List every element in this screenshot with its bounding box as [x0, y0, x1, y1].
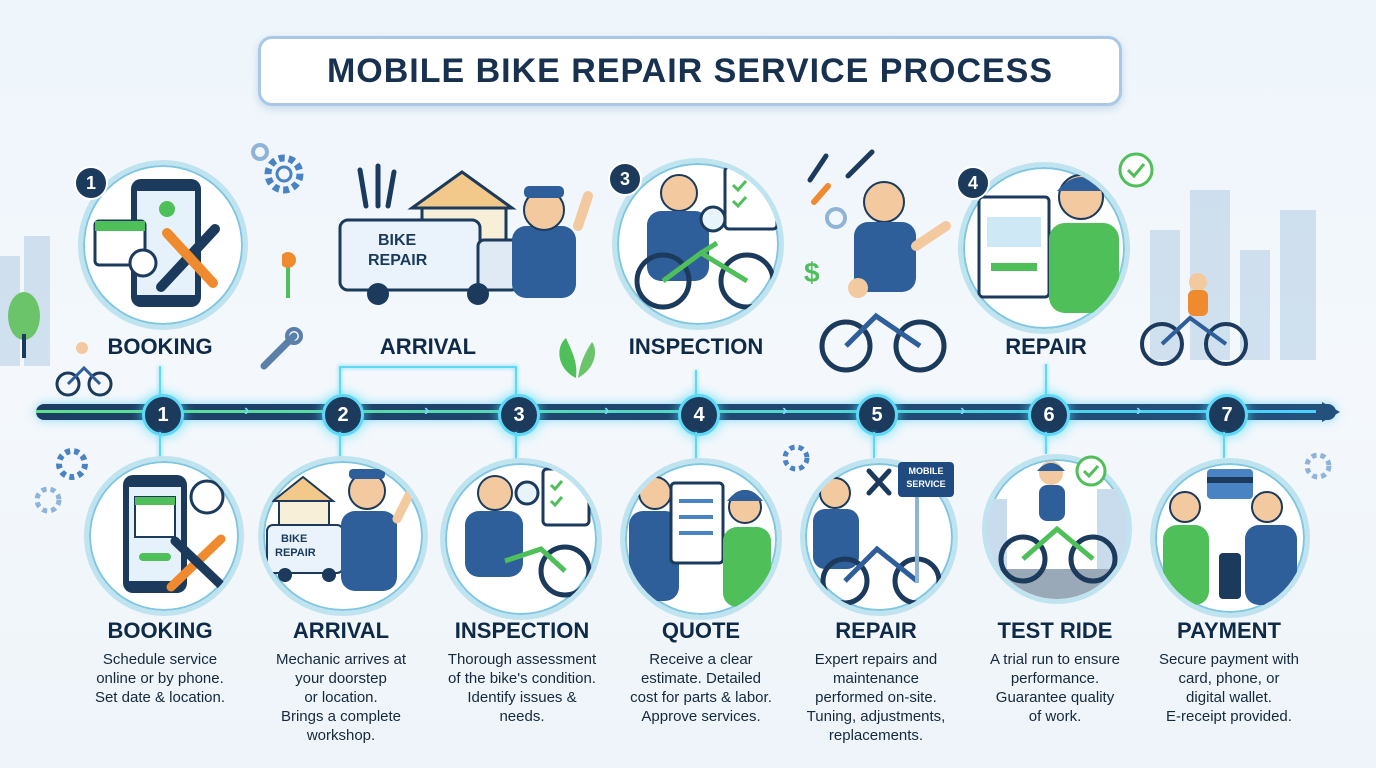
bottom-label-payment: PAYMENT [1177, 618, 1281, 643]
timeline-node-1: 1 [142, 394, 184, 436]
mobile-service-sign: MOBILE SERVICE [898, 462, 954, 497]
page-title: MOBILE BIKE REPAIR SERVICE PROCESS [326, 51, 1054, 90]
checkmark-icon [1118, 152, 1154, 188]
connector-bottom-1 [159, 432, 161, 462]
bottom-illustration-repair [800, 458, 958, 616]
timeline-arrow-head [1322, 402, 1340, 422]
top-illustration-arrival: BIKE REPAIR [280, 156, 602, 306]
sign-text-line1: MOBILE [908, 466, 944, 476]
desc-repair: Expert repairs and maintenance performed… [806, 651, 946, 744]
bottom-illustration-booking [84, 456, 244, 616]
connector-top-1 [159, 366, 161, 398]
wrench-icon [260, 327, 303, 370]
top-label-repair: REPAIR [1005, 334, 1087, 359]
sign-text-line2: SERVICE [906, 479, 946, 489]
connector-bottom-7 [1223, 432, 1225, 458]
timeline-node-3: 3 [498, 394, 540, 436]
bottom-van-text-line1: BIKE [281, 533, 308, 545]
skyline-right [1150, 190, 1316, 360]
top-label-booking: BOOKING [107, 334, 213, 359]
chevron-right-icon: › [604, 402, 610, 419]
connector-bottom-5 [873, 432, 875, 458]
connector-top-2a [339, 366, 341, 398]
cyclist-icon [1140, 273, 1248, 366]
timeline-node-4: 4 [678, 394, 720, 436]
phone-calendar-wrench-icon [93, 179, 220, 307]
top-label-arrival: ARRIVAL [379, 334, 477, 359]
gear-icon [1304, 452, 1332, 480]
chevron-right-icon: › [424, 402, 430, 419]
connector-bottom-3 [515, 432, 517, 462]
chevron-right-icon: › [782, 402, 788, 419]
tree-icon [8, 292, 40, 358]
bottom-van-text-line2: REPAIR [275, 547, 316, 559]
timeline-glow [36, 410, 1316, 413]
bottom-illustration-test-ride [982, 454, 1132, 604]
chevron-right-icon: › [960, 402, 966, 419]
desc-booking: Schedule service online or by phone. Set… [94, 651, 226, 706]
timeline-node-2: 2 [322, 394, 364, 436]
bottom-label-repair: REPAIR [835, 618, 917, 643]
bottom-label-inspection: INSPECTION [454, 618, 590, 643]
chevron-right-icon: › [244, 402, 250, 419]
top-badge-1: 1 [74, 166, 108, 200]
chevron-right-icon: › [1136, 402, 1142, 419]
bottom-label-test-ride: TEST RIDE [997, 618, 1113, 643]
desc-arrival: Mechanic arrives at your doorstep or loc… [275, 651, 407, 744]
top-badge-4: 4 [956, 166, 990, 200]
top-illustration-repair [958, 162, 1130, 334]
timeline-node-5: 5 [856, 394, 898, 436]
svg-text:$: $ [804, 257, 820, 288]
gear-icon [34, 448, 88, 514]
desc-quote: Receive a clear estimate. Detailed cost … [630, 651, 772, 725]
title-banner: MOBILE BIKE REPAIR SERVICE PROCESS [258, 36, 1122, 106]
connector-top-4 [695, 370, 697, 398]
bottom-illustration-inspection [440, 458, 602, 620]
desc-inspection: Thorough assessment of the bike's condit… [447, 651, 597, 725]
connector-bottom-6 [1045, 432, 1047, 454]
top-illustration-inspection [612, 158, 784, 330]
leaf-icon [559, 338, 596, 378]
bottom-label-booking: BOOKING [107, 618, 213, 643]
bottom-illustration-arrival: BIKE REPAIR [258, 456, 428, 616]
top-badge-3: 3 [608, 162, 642, 196]
dollar-icon: $ [804, 257, 820, 288]
connector-top-2b [339, 366, 517, 368]
connector-bottom-2 [339, 432, 341, 460]
gear-icon [251, 143, 304, 194]
bottom-label-arrival: ARRIVAL [292, 618, 390, 643]
van-text-line2: REPAIR [368, 252, 428, 269]
checkmark-icon [1075, 455, 1107, 487]
top-illustration-booking [78, 160, 248, 330]
connector-bottom-4 [695, 432, 697, 462]
bottom-label-quote: QUOTE [661, 618, 741, 643]
desc-payment: Secure payment with card, phone, or digi… [1158, 651, 1300, 725]
small-cyclist-icon [55, 342, 113, 397]
gear-icon [782, 444, 810, 472]
bottom-illustration-payment [1150, 458, 1310, 618]
bottom-illustration-quote [620, 458, 782, 620]
timeline-node-7: 7 [1206, 394, 1248, 436]
top-illustration-mechanic-cyclist [800, 146, 960, 376]
connector-top-3 [515, 366, 517, 398]
desc-test-ride: A trial run to ensure performance. Guara… [989, 651, 1121, 725]
top-label-inspection: INSPECTION [628, 334, 764, 359]
timeline-node-6: 6 [1028, 394, 1070, 436]
connector-top-6 [1045, 364, 1047, 398]
van-text-line1: BIKE [378, 232, 417, 249]
